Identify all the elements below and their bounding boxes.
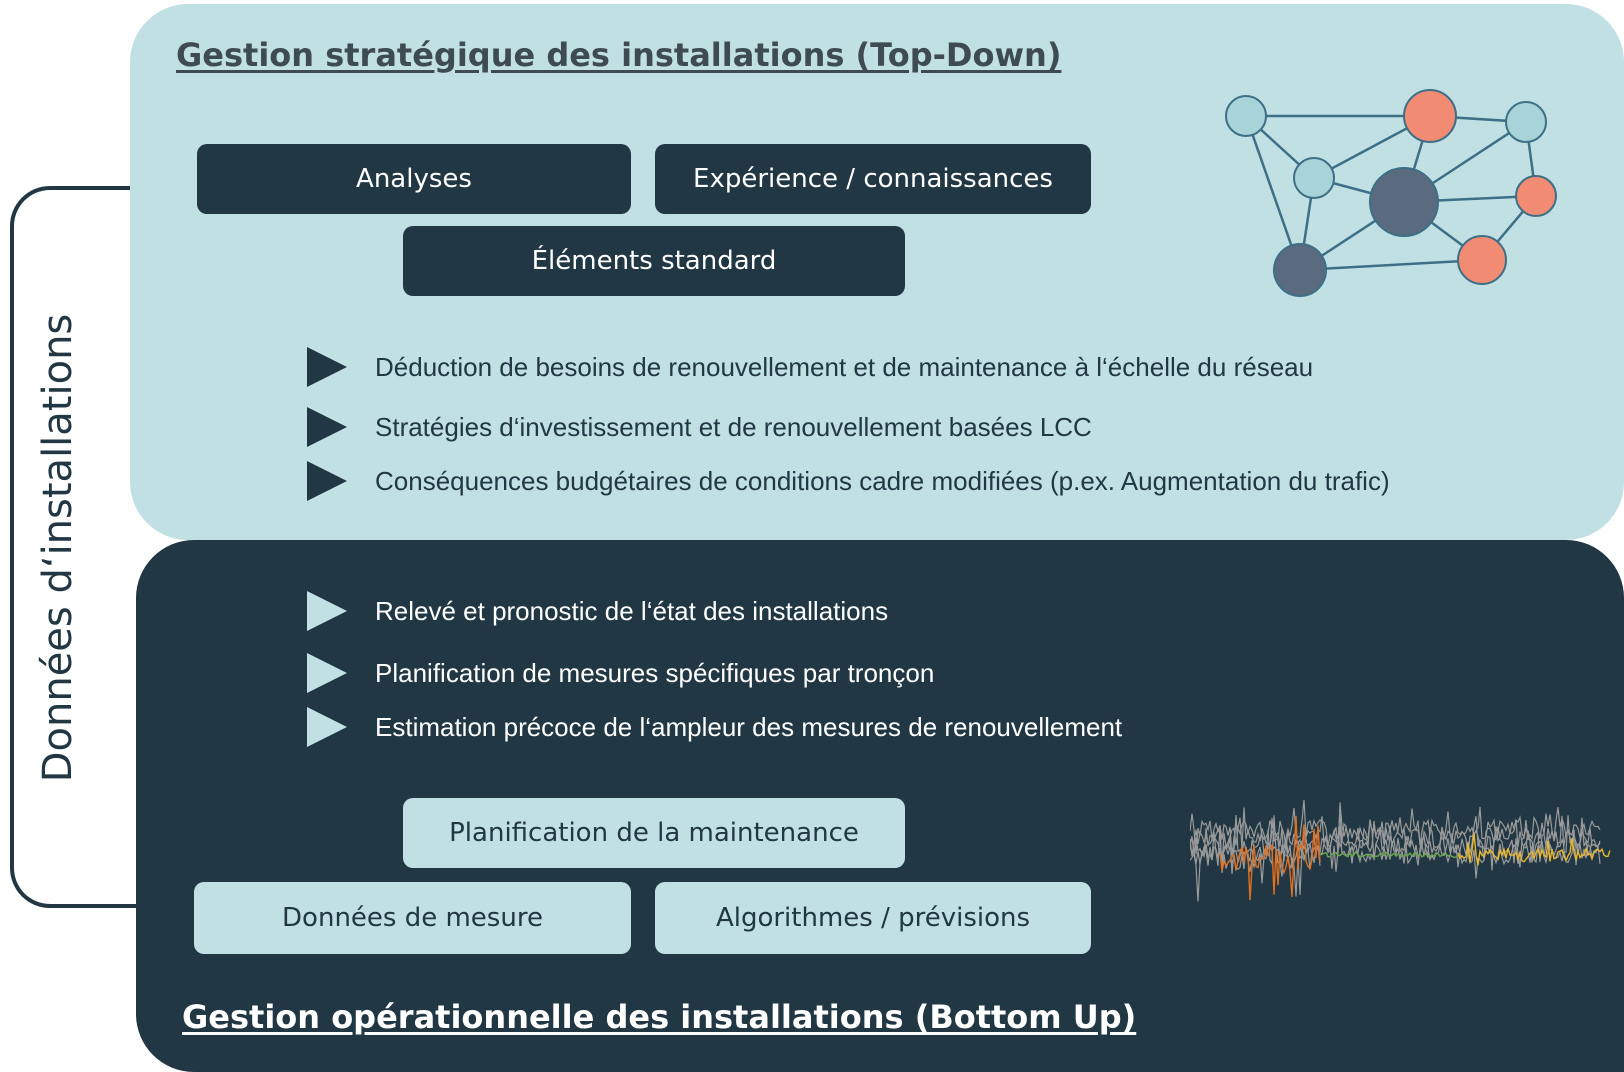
signal-trace	[1190, 807, 1601, 869]
bottom-bullet-3: Estimation précoce de l‘ampleur des mesu…	[305, 706, 1585, 748]
bottom-bullet-1: Relevé et pronostic de l‘état des instal…	[305, 590, 1585, 632]
signal-waveform-icon	[1190, 800, 1611, 902]
box-planification-maintenance: Planification de la maintenance	[403, 798, 905, 868]
network-node	[1369, 167, 1439, 237]
network-node	[1403, 89, 1457, 143]
network-node	[1273, 243, 1327, 297]
signal-trace	[1457, 833, 1611, 866]
top-bullet-text: Conséquences budgétaires de conditions c…	[375, 465, 1390, 496]
side-label-donnees: Données d‘installations	[35, 313, 81, 783]
signal-trace	[1319, 851, 1461, 859]
box-analyses: Analyses	[197, 144, 631, 214]
bottom-bullet-text: Relevé et pronostic de l‘état des instal…	[375, 595, 889, 626]
network-graph-icon	[1225, 89, 1557, 297]
top-bullet-text: Déduction de besoins de renouvellement e…	[375, 351, 1314, 382]
network-node	[1457, 235, 1507, 285]
signal-trace	[1190, 814, 1601, 874]
signal-trace	[1190, 826, 1601, 879]
signal-trace	[1219, 815, 1321, 901]
play-triangle-icon	[307, 347, 347, 387]
bottom-bullet-text: Planification de mesures spécifiques par…	[375, 657, 935, 688]
network-node	[1293, 157, 1335, 199]
play-triangle-icon	[307, 707, 347, 747]
network-node	[1505, 101, 1547, 143]
data-bracket	[10, 186, 140, 908]
network-node	[1225, 95, 1267, 137]
top-heading: Gestion stratégique des installations (T…	[176, 36, 1062, 74]
box-algorithmes: Algorithmes / prévisions	[655, 882, 1091, 954]
signal-trace	[1190, 800, 1601, 862]
bottom-bullet-2: Planification de mesures spécifiques par…	[305, 652, 1585, 694]
top-bullet-1: Déduction de besoins de renouvellement e…	[305, 346, 1585, 388]
bottom-bullet-text: Estimation précoce de l‘ampleur des mesu…	[375, 711, 1123, 742]
bottom-heading: Gestion opérationnelle des installations…	[182, 998, 1137, 1036]
network-node	[1515, 175, 1557, 217]
play-triangle-icon	[307, 407, 347, 447]
play-triangle-icon	[307, 591, 347, 631]
play-triangle-icon	[307, 461, 347, 501]
box-donnees-mesure: Données de mesure	[194, 882, 631, 954]
play-triangle-icon	[307, 653, 347, 693]
box-experience: Expérience / connaissances	[655, 144, 1091, 214]
top-bullet-3: Conséquences budgétaires de conditions c…	[305, 460, 1585, 502]
top-bullet-text: Stratégies d‘investissement et de renouv…	[375, 411, 1092, 442]
box-elements-standard: Éléments standard	[403, 226, 905, 296]
top-bullet-2: Stratégies d‘investissement et de renouv…	[305, 406, 1585, 448]
